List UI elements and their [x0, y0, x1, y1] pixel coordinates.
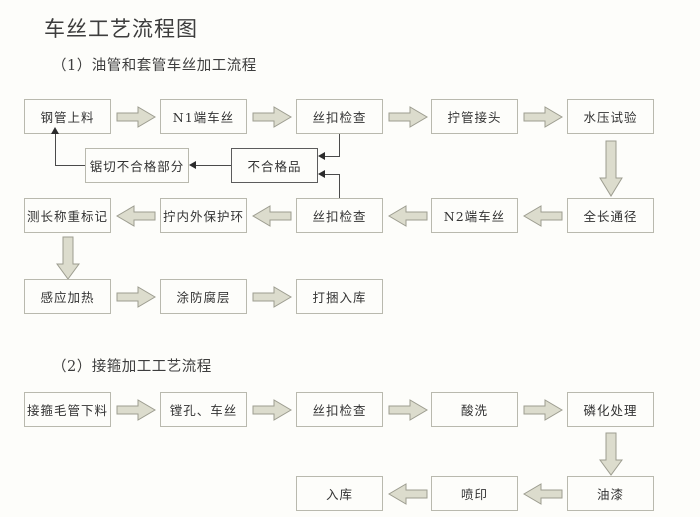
arrow-down-icon: [55, 236, 81, 281]
node-warehouse-in[interactable]: 入库: [296, 476, 383, 511]
node-stencil-marking[interactable]: 喷印: [431, 476, 518, 511]
node-defective-product[interactable]: 不合格品: [231, 148, 318, 183]
node-cut-off-defective-part[interactable]: 锯切不合格部分: [85, 148, 189, 183]
arrow-left-icon: [388, 482, 428, 506]
connector-arrowhead-left-icon: [318, 170, 325, 178]
node-boring-and-threading[interactable]: 镗孔、车丝: [160, 392, 247, 427]
node-bundle-and-store[interactable]: 打捆入库: [296, 279, 383, 314]
arrow-right-icon: [523, 398, 563, 422]
node-full-length-drift[interactable]: 全长通径: [567, 198, 654, 233]
node-pickling[interactable]: 酸洗: [431, 392, 518, 427]
node-coupling-blank-cutting[interactable]: 接箍毛管下料: [24, 392, 111, 427]
arrow-right-icon: [252, 105, 292, 129]
node-install-protectors[interactable]: 拧内外保护环: [160, 198, 247, 233]
node-painting[interactable]: 油漆: [567, 476, 654, 511]
arrow-left-icon: [252, 204, 292, 228]
node-coupling-makeup[interactable]: 拧管接头: [431, 99, 518, 134]
arrow-left-icon: [116, 204, 156, 228]
node-hydrostatic-test[interactable]: 水压试验: [567, 99, 654, 134]
arrow-right-icon: [388, 398, 428, 422]
arrow-right-icon: [252, 398, 292, 422]
page-title: 车丝工艺流程图: [44, 17, 198, 41]
arrow-right-icon: [116, 105, 156, 129]
connector-line: [196, 165, 231, 166]
connector-line: [339, 174, 340, 198]
node-thread-inspection-2[interactable]: 丝扣检查: [296, 198, 383, 233]
arrow-right-icon: [523, 105, 563, 129]
connector-line: [339, 134, 340, 156]
node-induction-heating[interactable]: 感应加热: [24, 279, 111, 314]
node-measure-weigh-mark[interactable]: 测长称重标记: [24, 198, 111, 233]
node-steel-pipe-loading[interactable]: 钢管上料: [24, 99, 111, 134]
node-n1-end-threading[interactable]: N1端车丝: [160, 99, 247, 134]
section-1-heading: （1）油管和套管车丝加工流程: [52, 58, 257, 74]
arrow-left-icon: [523, 482, 563, 506]
connector-line: [55, 165, 85, 166]
connector-arrowhead-up-icon: [51, 127, 59, 134]
node-n2-end-threading[interactable]: N2端车丝: [431, 198, 518, 233]
arrow-right-icon: [388, 105, 428, 129]
node-thread-inspection-3[interactable]: 丝扣检查: [296, 392, 383, 427]
node-anticorrosion-coating[interactable]: 涂防腐层: [160, 279, 247, 314]
arrow-right-icon: [252, 285, 292, 309]
connector-arrowhead-left-icon: [189, 161, 196, 169]
arrow-right-icon: [116, 285, 156, 309]
connector-line: [325, 174, 340, 175]
arrow-down-icon: [598, 140, 624, 198]
connector-arrowhead-left-icon: [318, 152, 325, 160]
arrow-down-icon: [598, 432, 624, 477]
arrow-left-icon: [388, 204, 428, 228]
connector-line: [55, 134, 56, 166]
section-2-heading: （2）接箍加工工艺流程: [52, 359, 212, 375]
arrow-right-icon: [116, 398, 156, 422]
arrow-left-icon: [523, 204, 563, 228]
connector-line: [325, 156, 340, 157]
node-thread-inspection-1[interactable]: 丝扣检查: [296, 99, 383, 134]
node-phosphating[interactable]: 磷化处理: [567, 392, 654, 427]
